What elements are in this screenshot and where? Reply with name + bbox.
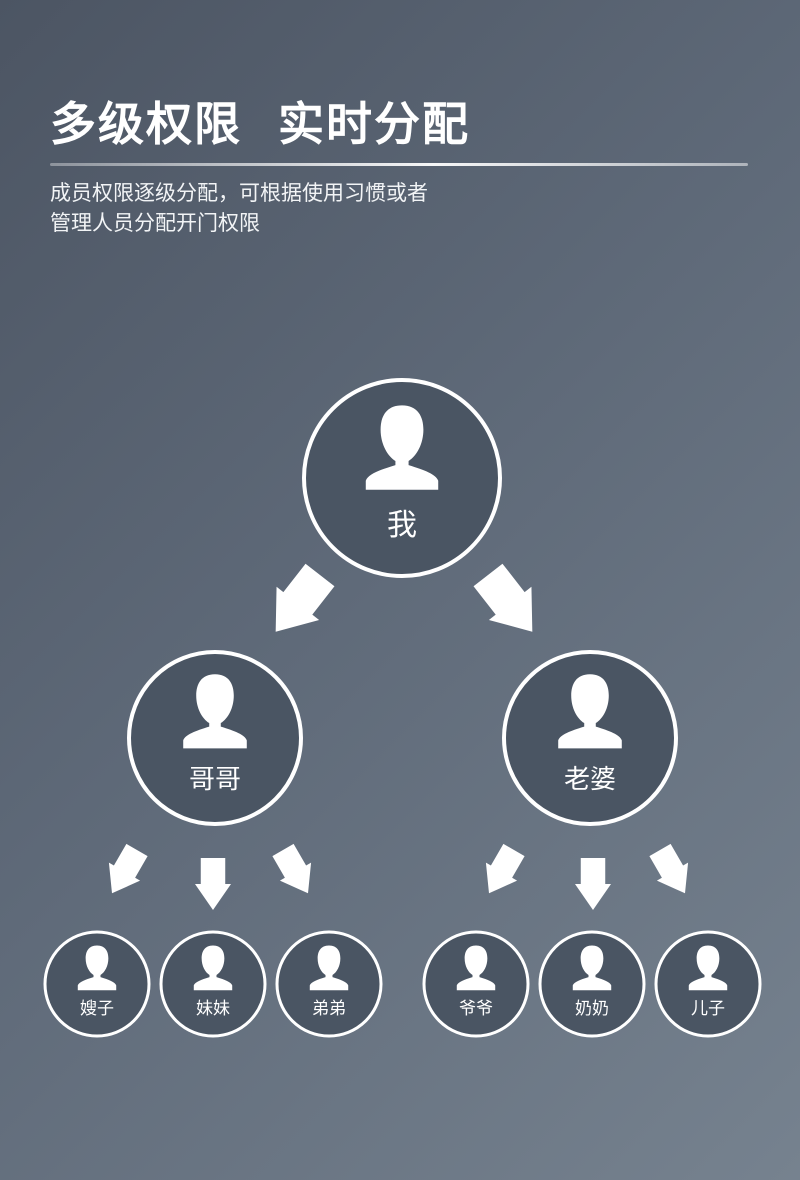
node-label: 哥哥 (189, 765, 241, 795)
down-arrow-icon (473, 563, 533, 632)
node-level3-0-1: 妹妹 (159, 930, 267, 1038)
node-label: 嫂子 (80, 999, 114, 1019)
person-avatar-icon (193, 945, 233, 991)
down-arrow-icon (272, 843, 312, 894)
node-root: 我 (302, 378, 502, 578)
subtitle-line-2: 管理人员分配开门权限 (50, 211, 260, 235)
person-avatar-icon (456, 945, 496, 991)
person-avatar-icon (365, 405, 439, 490)
node-level3-0-0: 嫂子 (43, 930, 151, 1038)
person-avatar-icon (572, 945, 612, 991)
page-subtitle: 成员权限逐级分配，可根据使用习惯或者 管理人员分配开门权限 (50, 178, 428, 238)
subtitle-line-1: 成员权限逐级分配，可根据使用习惯或者 (50, 181, 428, 205)
node-label: 老婆 (564, 765, 616, 795)
person-avatar-icon (183, 674, 247, 749)
node-label: 妹妹 (196, 999, 230, 1019)
node-level3-1-0: 爷爷 (422, 930, 530, 1038)
node-label: 奶奶 (575, 999, 609, 1019)
down-arrow-icon (649, 843, 689, 894)
person-avatar-icon (77, 945, 117, 991)
person-avatar-icon (688, 945, 728, 991)
page-title: 多级权限 实时分配 (50, 97, 471, 151)
node-level2-0: 哥哥 (127, 650, 303, 826)
down-arrow-icon (485, 843, 525, 894)
down-arrow-icon (195, 858, 231, 910)
node-label: 儿子 (691, 999, 725, 1019)
person-avatar-icon (309, 945, 349, 991)
down-arrow-icon (108, 843, 148, 894)
person-avatar-icon (558, 674, 622, 749)
node-label: 弟弟 (312, 999, 346, 1019)
node-label: 爷爷 (459, 999, 493, 1019)
node-level2-1: 老婆 (502, 650, 678, 826)
node-label: 我 (387, 508, 417, 543)
down-arrow-icon (275, 563, 335, 632)
down-arrow-icon (575, 858, 611, 910)
title-divider (50, 163, 748, 166)
node-level3-1-1: 奶奶 (538, 930, 646, 1038)
node-level3-0-2: 弟弟 (275, 930, 383, 1038)
node-level3-1-2: 儿子 (654, 930, 762, 1038)
